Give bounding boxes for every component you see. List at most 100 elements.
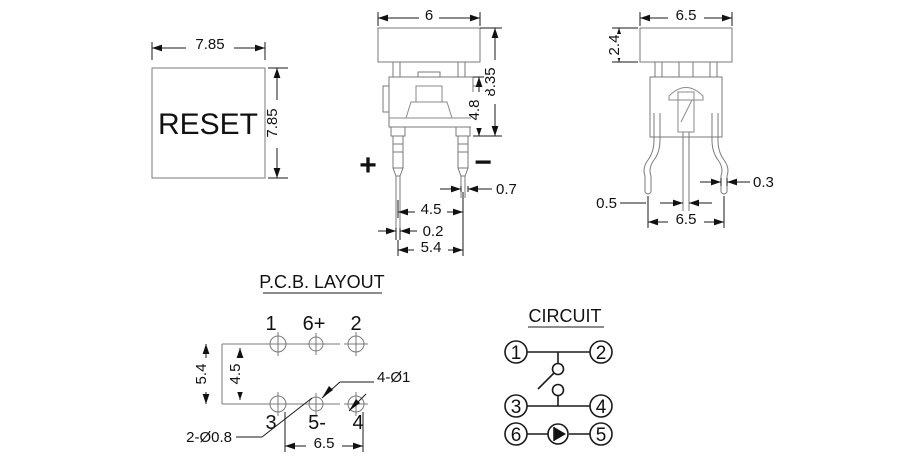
arrow-up-icon xyxy=(202,344,210,354)
reset-label: RESET xyxy=(158,108,258,141)
arrow-icon xyxy=(322,386,333,398)
arrow-left-icon xyxy=(152,44,162,52)
dim-text-bg xyxy=(471,92,488,128)
pcb-pad-3: 3 xyxy=(265,392,290,434)
front-lead-left-tip xyxy=(392,167,404,177)
arrow-up-icon xyxy=(273,68,281,78)
arrow-down-icon xyxy=(475,126,483,136)
side-led-hatch xyxy=(680,99,693,123)
pcb-layout-title: P.C.B. LAYOUT xyxy=(259,272,384,292)
dim-text-bg xyxy=(306,435,342,451)
arrow-right-icon xyxy=(353,442,363,450)
circuit-pin-5-label: 5 xyxy=(596,425,607,446)
circuit-pin-4-label: 4 xyxy=(596,397,607,418)
front-lead-right-head xyxy=(455,126,471,137)
dim-text-bg xyxy=(611,34,628,58)
pcb-pad-2: 2 xyxy=(344,313,368,356)
front-cap-outline xyxy=(377,27,481,63)
side-led-post xyxy=(677,91,695,133)
circuit-contact-upper xyxy=(551,362,565,376)
pcb-large-hole-note: 4-Ø1 xyxy=(377,369,410,386)
dim-text-bg xyxy=(417,224,449,240)
arrow-right-icon xyxy=(722,14,732,22)
pad-label-4: 4 xyxy=(352,412,363,434)
side-lead-left-inner xyxy=(649,113,661,192)
front-lead-thickness-value: 0.7 xyxy=(496,181,517,198)
pcb-pad-6: 6+ xyxy=(303,313,327,355)
side-lead-right-inner xyxy=(717,113,729,192)
pcb-horiz-value: 6.5 xyxy=(314,435,335,452)
pcb-vert-outer-value: 5.4 xyxy=(193,364,210,385)
arrow-down-icon xyxy=(273,168,281,178)
side-view-group: 6.5 2.4 0.3 0.5 6.5 xyxy=(596,7,774,228)
side-dome-actuator xyxy=(668,87,704,101)
pcb-pad-4: 4 xyxy=(344,392,368,434)
dim-text-bg xyxy=(186,36,234,52)
side-body-outline xyxy=(649,76,723,138)
arrow-down-icon xyxy=(236,390,244,400)
arrow-right-icon xyxy=(711,178,721,186)
front-cap-width-value: 6 xyxy=(425,7,433,24)
front-body-height-value: 4.8 xyxy=(466,100,483,121)
arrow-left-icon xyxy=(468,185,478,193)
side-lead-left-tip xyxy=(644,191,652,195)
front-lead-width-value: 0.2 xyxy=(423,223,444,240)
arrow-right-icon xyxy=(255,44,265,52)
top-view-height-value: 7.85 xyxy=(264,108,281,137)
pad-label-5: 5- xyxy=(308,412,326,434)
pcb-pad-1: 1 xyxy=(265,313,290,356)
circuit-pin-6-label: 6 xyxy=(511,425,522,446)
side-pin-thickness-value: 0.3 xyxy=(753,174,774,191)
side-cap-outline xyxy=(639,27,733,63)
pcb-small-hole-leader-diag xyxy=(261,397,313,438)
pcb-pad-5: 5- xyxy=(305,393,327,434)
arrow-left-icon xyxy=(689,199,699,207)
arrow-left-icon xyxy=(648,218,658,226)
arrow-up-icon xyxy=(236,348,244,358)
top-view-body-outline xyxy=(151,67,266,179)
dim-text-bg xyxy=(419,7,439,23)
arrow-left-icon xyxy=(400,227,410,235)
polarity-minus-marker: − xyxy=(474,146,492,179)
front-plunger-upper xyxy=(415,85,443,103)
front-lead-pitch-value: 4.5 xyxy=(421,201,442,218)
dim-text-bg xyxy=(487,60,504,104)
circuit-pin-1-label: 1 xyxy=(511,343,522,364)
arrow-right-icon xyxy=(386,227,396,235)
top-view-group: RESET 7.85 7.85 xyxy=(151,36,288,179)
dim-text-bg xyxy=(269,100,286,148)
arrow-up-icon xyxy=(475,77,483,87)
pad-label-6: 6+ xyxy=(303,313,326,335)
front-lead-right-tip xyxy=(457,167,469,177)
side-cap-width-value: 6.5 xyxy=(676,7,697,24)
arrow-right-icon xyxy=(451,185,461,193)
arrow-right-icon xyxy=(453,208,463,216)
top-view-width-value: 7.85 xyxy=(195,36,224,53)
dim-text-bg xyxy=(668,7,704,23)
arrow-down-icon xyxy=(491,126,499,136)
circuit-title: CIRCUIT xyxy=(529,306,602,326)
pad-label-3: 3 xyxy=(265,412,276,434)
side-offset-value: 0.5 xyxy=(596,195,617,212)
arrow-left-icon xyxy=(727,178,737,186)
arrow-left-icon xyxy=(398,246,408,254)
circuit-switch-lever xyxy=(537,372,555,390)
led-diode-icon xyxy=(547,423,569,445)
side-lead-right-outer xyxy=(711,113,723,192)
dim-text-bg xyxy=(232,358,249,392)
dim-text-bg xyxy=(414,239,448,255)
front-lead-left-head xyxy=(390,126,406,137)
arrow-up-icon xyxy=(491,28,499,38)
arrow-right-icon xyxy=(673,199,683,207)
front-center-tab xyxy=(417,71,441,78)
front-body-width-value: 5.4 xyxy=(421,239,442,256)
arrow-icon xyxy=(349,399,360,411)
arrow-down-icon xyxy=(202,394,210,404)
arrow-right-icon xyxy=(470,14,480,22)
front-ear-left xyxy=(382,85,390,113)
front-view-group: + − 6 8.35 4.8 0.7 xyxy=(359,7,517,256)
dim-text-bg xyxy=(668,211,704,227)
pcb-vert-inner-value: 4.5 xyxy=(227,364,244,385)
circuit-contact-lower xyxy=(551,383,565,397)
